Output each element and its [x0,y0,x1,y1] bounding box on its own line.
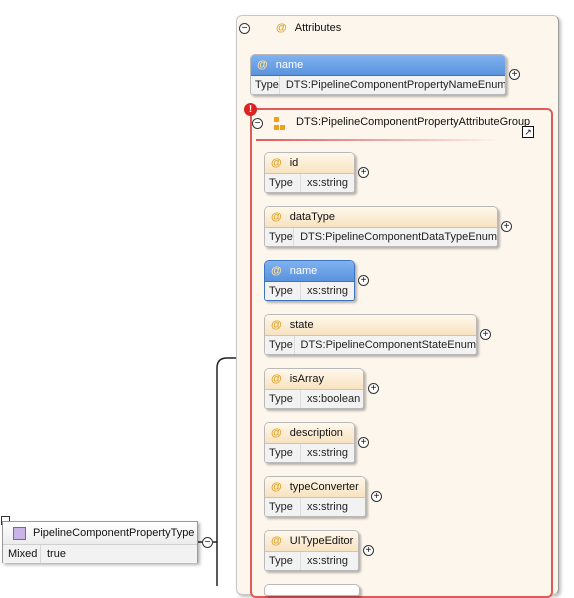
attribute-icon: @ [271,373,282,385]
expand-plus-icon[interactable]: + [480,329,491,340]
element-name: PipelineComponentPropertyType [33,527,195,539]
expand-plus-icon[interactable]: + [368,383,379,394]
attribute-group-icon [274,117,285,130]
attribute-icon: @ [271,427,282,439]
expand-plus-icon[interactable]: + [501,221,512,232]
group-title-underline [256,139,501,141]
error-icon: ! [244,103,257,116]
expand-plus-icon[interactable]: + [509,69,520,80]
attribute-header: @name [251,55,505,76]
attribute-icon: @ [257,59,268,71]
attribute-icon: @ [271,481,282,493]
element-header: PipelineComponentPropertyType [3,522,197,545]
expand-arrow-icon[interactable]: ↗ [522,126,534,138]
attribute-icon: @ [271,535,282,547]
complex-type-icon [13,527,26,540]
attribute-icon: @ [271,319,282,331]
attributes-collapse-icon[interactable]: − [239,23,250,34]
attribute-icon: @ [271,265,282,277]
expand-plus-icon[interactable]: + [358,167,369,178]
expand-plus-icon[interactable]: + [358,437,369,448]
expand-plus-icon[interactable]: + [363,545,374,556]
attributes-title: @Attributes [276,22,342,34]
attribute-icon: @ [276,22,287,34]
attribute-group-title: DTS:PipelineComponentPropertyAttributeGr… [296,116,531,128]
attribute-icon: @ [271,157,282,169]
element-collapse-icon[interactable]: − [202,537,213,548]
expand-plus-icon[interactable]: + [358,275,369,286]
attribute-icon: @ [271,211,282,223]
group-collapse-icon[interactable]: − [252,118,263,129]
expand-plus-icon[interactable]: + [371,491,382,502]
